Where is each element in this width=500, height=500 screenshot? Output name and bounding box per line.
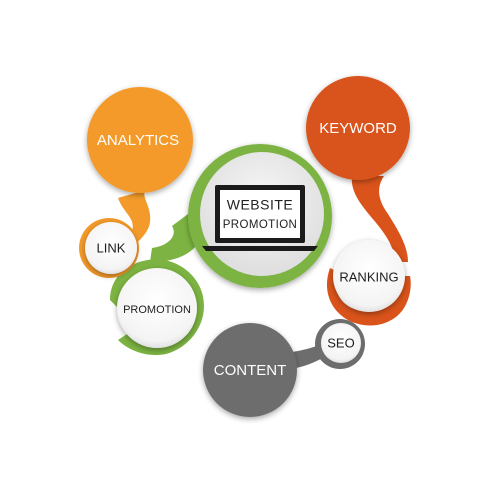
seo-label: SEO (327, 335, 354, 350)
ranking-ring-arc (326, 268, 411, 326)
seo-node: SEO (321, 323, 361, 363)
keyword-connector (351, 176, 408, 262)
ranking-label: RANKING (339, 269, 398, 284)
promotion-connector (150, 214, 202, 262)
keyword-circle (306, 76, 410, 180)
laptop-screen (220, 190, 300, 238)
center-label-line2: PROMOTION (223, 219, 298, 231)
analytics-label: ANALYTICS (97, 132, 179, 149)
promotion-node: PROMOTION (117, 268, 197, 348)
ranking-node: RANKING (333, 240, 405, 312)
promotion-label: PROMOTION (123, 304, 191, 316)
laptop-icon: WEBSITE PROMOTION (202, 185, 318, 251)
ranking-circle (333, 240, 405, 312)
analytics-connector (94, 190, 151, 262)
center-label-line1: WEBSITE (227, 197, 294, 213)
link-label: LINK (97, 240, 126, 255)
content-circle (203, 323, 297, 417)
keyword-node: KEYWORD (306, 76, 411, 326)
promotion-circle (117, 268, 197, 348)
laptop-base (202, 246, 318, 251)
link-circle (85, 222, 137, 274)
link-node: LINK (79, 218, 139, 278)
content-label: CONTENT (214, 362, 287, 379)
analytics-circle (87, 87, 193, 193)
keyword-label: KEYWORD (319, 120, 397, 137)
analytics-node: ANALYTICS (87, 87, 193, 262)
seo-circle (321, 323, 361, 363)
